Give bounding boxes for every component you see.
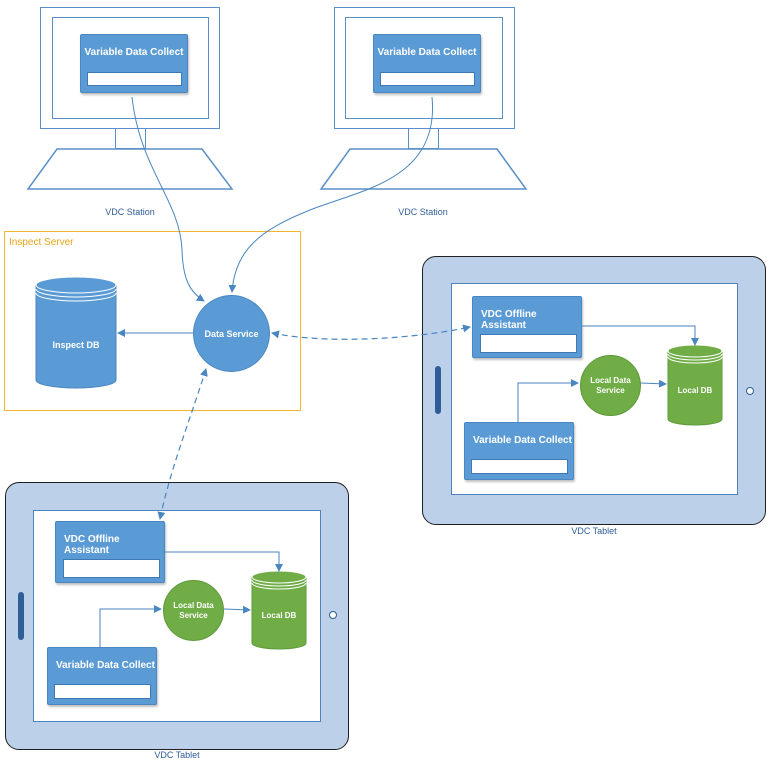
- station-2-variable-data-collect[interactable]: Variable Data Collect: [373, 34, 481, 93]
- local-service-line-2: Service: [596, 385, 625, 395]
- station-1-to-service-connector: [131, 96, 205, 302]
- app-input-field[interactable]: [63, 559, 160, 578]
- tablet-left-collect-to-service: [99, 605, 162, 647]
- inspect-server-boundary: [4, 231, 301, 411]
- app-input-field[interactable]: [54, 684, 151, 699]
- tablet-right-side-bar: [435, 366, 441, 414]
- local-service-line-1: Local Data: [173, 600, 214, 610]
- app-title: Variable Data Collect: [473, 435, 572, 446]
- local-service-line-1: Local Data: [590, 375, 631, 385]
- data-service-node[interactable]: Data Service: [193, 295, 270, 372]
- tablet-right-home-button[interactable]: [746, 387, 754, 395]
- app-input-field[interactable]: [87, 72, 182, 86]
- tablet-right-collect-to-service: [517, 379, 579, 422]
- data-service-label: Data Service: [204, 328, 259, 339]
- tablet-left-home-button[interactable]: [329, 611, 337, 619]
- tablet-right-caption: VDC Tablet: [571, 526, 617, 536]
- tablet-left-offline-assistant[interactable]: VDC Offline Assistant: [55, 521, 165, 583]
- tablet-left-caption: VDC Tablet: [154, 750, 200, 760]
- tablet-right-offline-assistant[interactable]: VDC Offline Assistant: [472, 296, 582, 358]
- service-to-left-tablet-sync: [157, 368, 208, 520]
- station-1-variable-data-collect[interactable]: Variable Data Collect: [80, 34, 188, 93]
- tablet-right-assistant-to-db: [582, 325, 699, 346]
- service-to-right-tablet-sync: [271, 324, 471, 340]
- app-input-field[interactable]: [380, 72, 475, 86]
- app-title: VDC Offline Assistant: [64, 534, 120, 556]
- inspect-server-label: Inspect Server: [9, 237, 74, 248]
- tablet-left-variable-data-collect[interactable]: Variable Data Collect: [47, 647, 157, 705]
- app-title: Variable Data Collect: [377, 47, 477, 58]
- app-title: Variable Data Collect: [84, 47, 184, 58]
- app-input-field[interactable]: [480, 334, 577, 353]
- tablet-right-service-to-db: [640, 379, 667, 388]
- app-input-field[interactable]: [471, 459, 568, 474]
- app-title: Variable Data Collect: [56, 660, 155, 671]
- station-2-to-service-connector: [228, 96, 433, 293]
- tablet-left-assistant-to-db: [165, 551, 283, 572]
- station-1-caption: VDC Station: [105, 207, 155, 217]
- app-title: VDC Offline Assistant: [481, 309, 537, 331]
- inspect-db-label: Inspect DB: [52, 340, 100, 350]
- tablet-left-local-db-label: Local DB: [261, 611, 297, 620]
- tablet-right-variable-data-collect[interactable]: Variable Data Collect: [464, 422, 574, 480]
- tablet-left-side-bar: [18, 592, 24, 640]
- tablet-right-local-db-label: Local DB: [677, 386, 713, 395]
- station-2-caption: VDC Station: [398, 207, 448, 217]
- tablet-left-service-to-db: [223, 605, 251, 614]
- local-service-line-2: Service: [179, 610, 208, 620]
